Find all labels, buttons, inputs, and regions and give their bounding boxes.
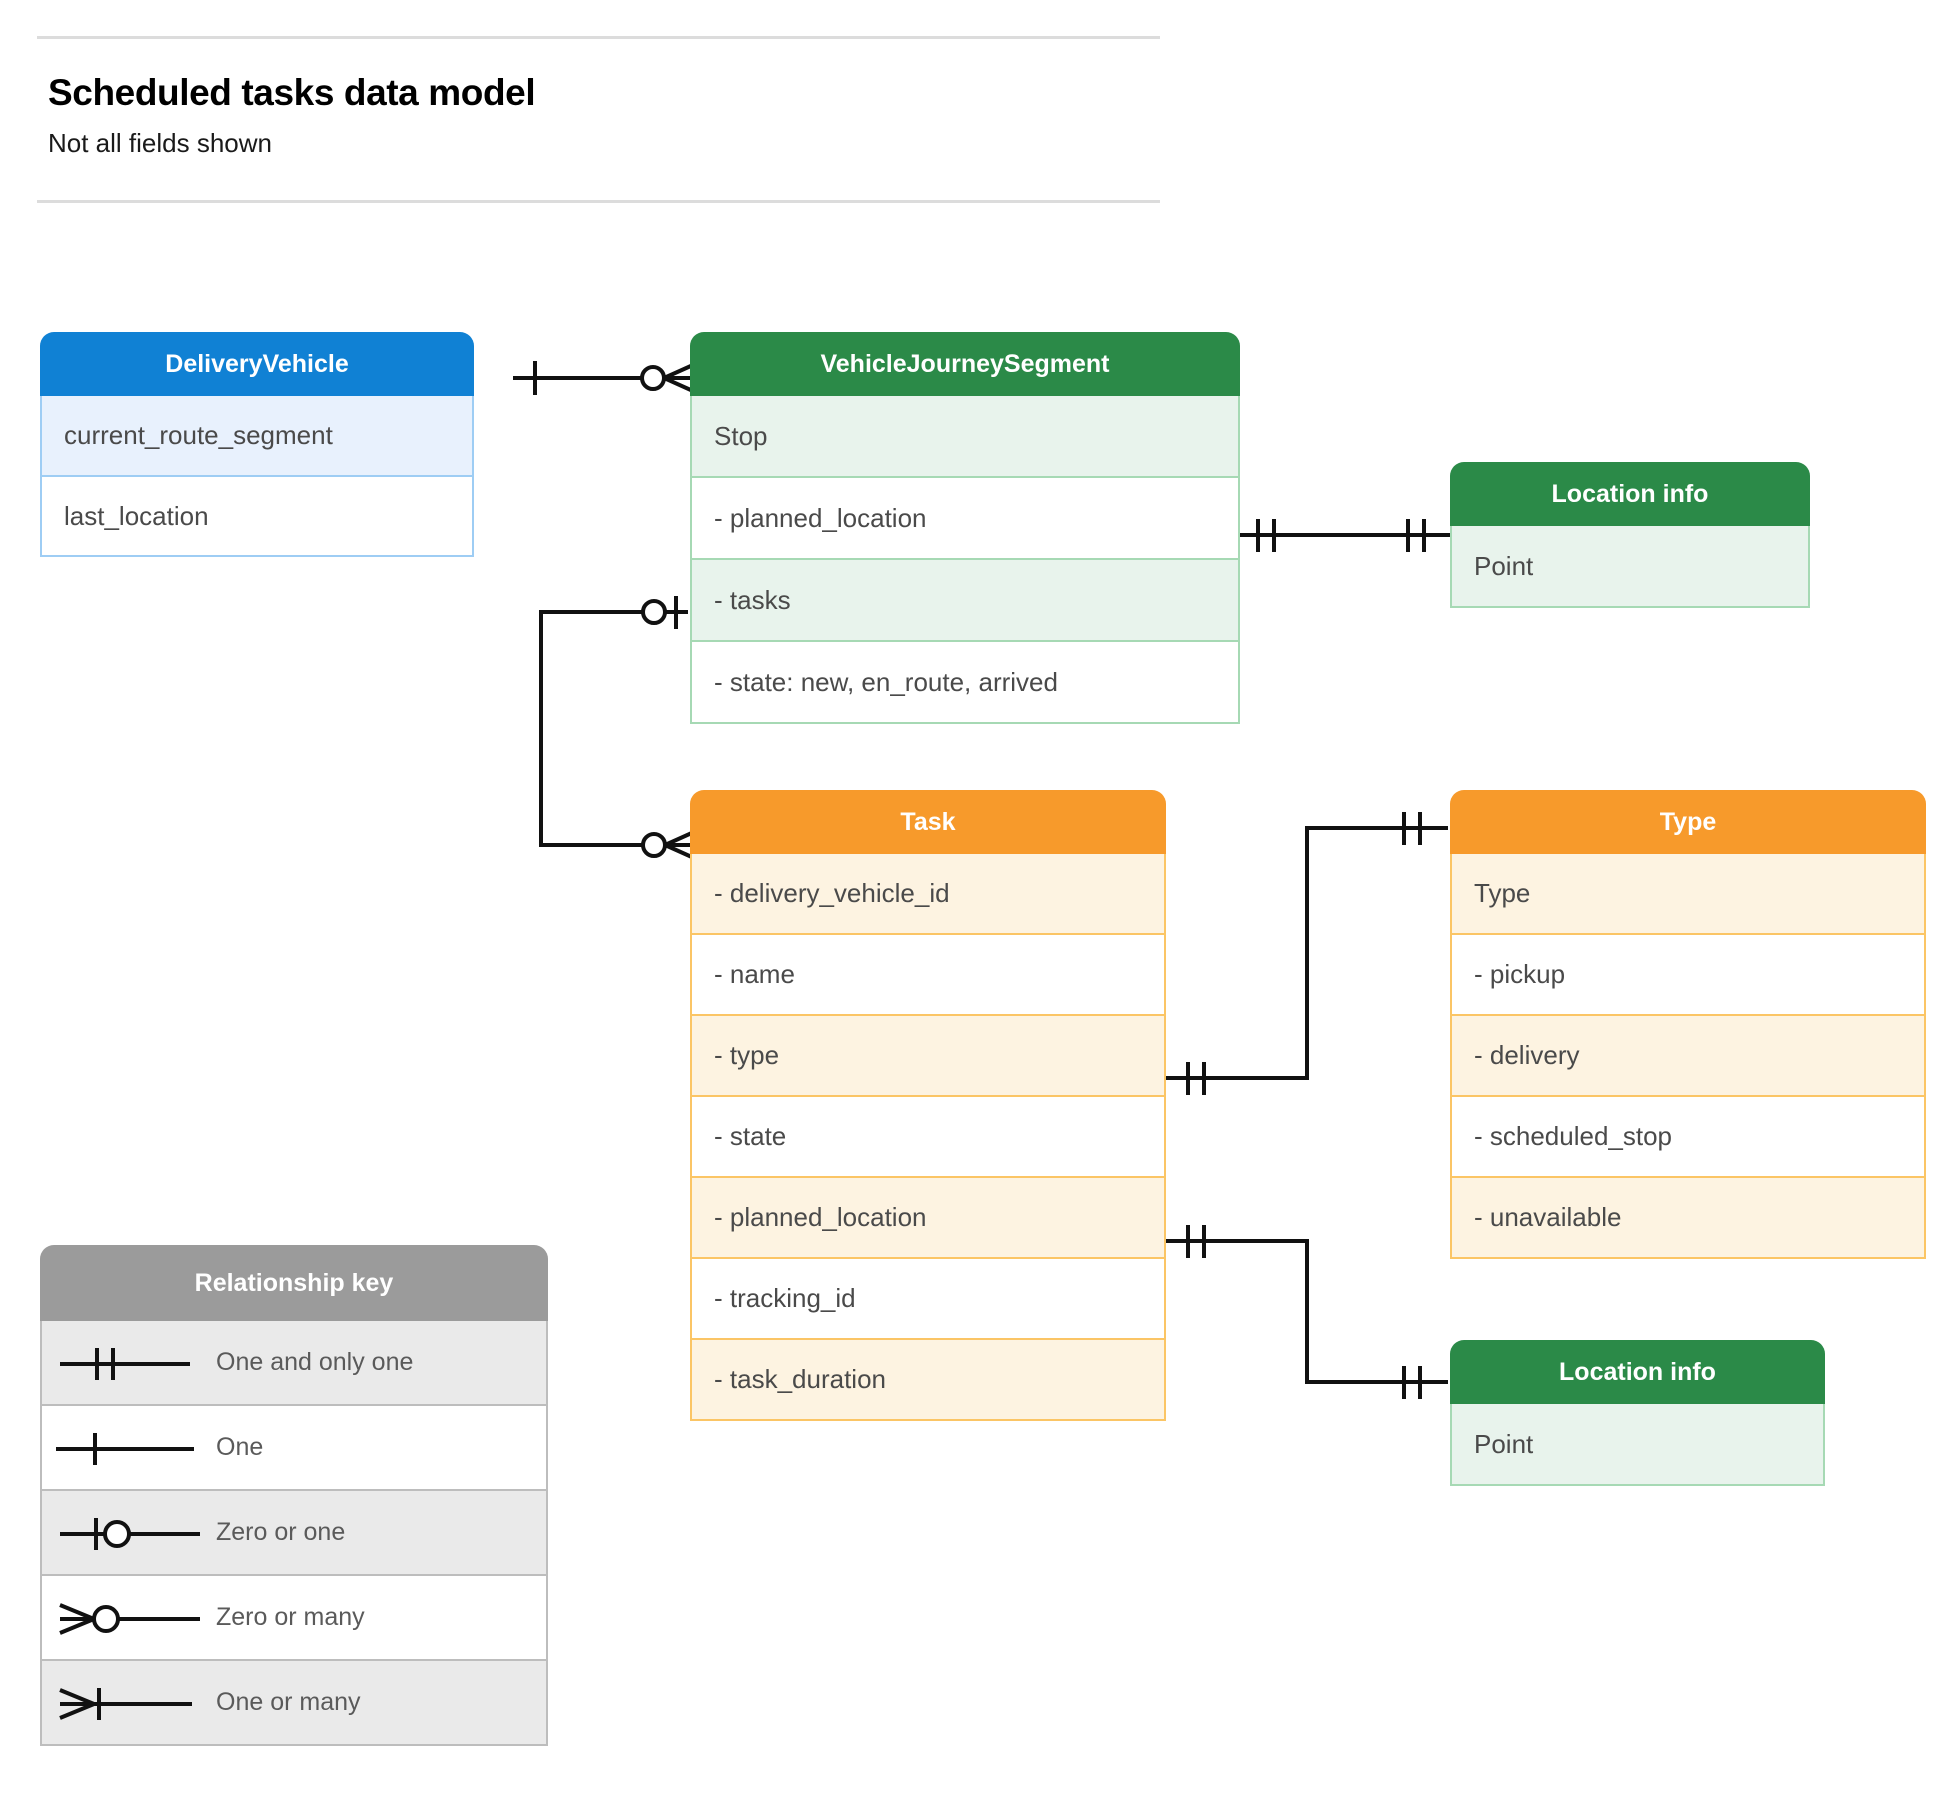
connector-taskplannedlocation-locationinfo-bottom — [1166, 1225, 1448, 1399]
legend-item-one-or-many: One or many — [40, 1661, 548, 1746]
entity-task[interactable]: Task - delivery_vehicle_id - name - type… — [690, 790, 1166, 1421]
field-location-info-bottom-point[interactable]: Point — [1450, 1404, 1825, 1486]
legend-label-one-or-many: One or many — [216, 1688, 361, 1716]
field-task-name[interactable]: - name — [690, 935, 1166, 1016]
zero-or-one-icon — [42, 1491, 202, 1574]
connector-deliveryvehicle-vehiclejourneysegment — [513, 361, 694, 395]
field-task-planned-location[interactable]: - planned_location — [690, 1178, 1166, 1259]
legend-item-zero-or-many: Zero or many — [40, 1576, 548, 1661]
connector-plannedlocation-locationinfo-top — [1230, 519, 1452, 552]
field-type-scheduled-stop[interactable]: - scheduled_stop — [1450, 1097, 1926, 1178]
entity-vehicle-journey-segment[interactable]: VehicleJourneySegment Stop - planned_loc… — [690, 332, 1240, 724]
entity-location-info-top[interactable]: Location info Point — [1450, 462, 1810, 608]
field-vjs-state[interactable]: - state: new, en_route, arrived — [690, 642, 1240, 724]
entity-delivery-vehicle-title: DeliveryVehicle — [40, 332, 474, 396]
page-title: Scheduled tasks data model — [48, 72, 536, 113]
field-task-state[interactable]: - state — [690, 1097, 1166, 1178]
legend-label-zero-or-one: Zero or one — [216, 1518, 346, 1546]
field-last-location[interactable]: last_location — [40, 477, 474, 557]
legend-label-zero-or-many: Zero or many — [216, 1603, 365, 1631]
field-task-type[interactable]: - type — [690, 1016, 1166, 1097]
one-icon — [42, 1406, 202, 1489]
field-stop[interactable]: Stop — [690, 396, 1240, 478]
entity-location-info-bottom-title: Location info — [1450, 1340, 1825, 1404]
field-vjs-planned-location[interactable]: - planned_location — [690, 478, 1240, 560]
field-location-info-top-point[interactable]: Point — [1450, 526, 1810, 608]
legend-item-zero-or-one: Zero or one — [40, 1491, 548, 1576]
entity-task-title: Task — [690, 790, 1166, 854]
field-type-pickup[interactable]: - pickup — [1450, 935, 1926, 1016]
field-vjs-tasks[interactable]: - tasks — [690, 560, 1240, 642]
entity-location-info-bottom[interactable]: Location info Point — [1450, 1340, 1825, 1486]
header-divider-bottom — [37, 200, 1160, 203]
entity-delivery-vehicle[interactable]: DeliveryVehicle current_route_segment la… — [40, 332, 474, 557]
header-divider-top — [37, 36, 1160, 39]
field-task-delivery-vehicle-id[interactable]: - delivery_vehicle_id — [690, 854, 1166, 935]
page-subtitle: Not all fields shown — [48, 128, 272, 158]
entity-type[interactable]: Type Type - pickup - delivery - schedule… — [1450, 790, 1926, 1259]
entity-location-info-top-title: Location info — [1450, 462, 1810, 526]
legend-relationship-key: Relationship key One and only one One — [40, 1245, 548, 1746]
zero-or-many-icon — [42, 1576, 202, 1659]
field-type-delivery[interactable]: - delivery — [1450, 1016, 1926, 1097]
legend-label-one-and-only-one: One and only one — [216, 1348, 414, 1376]
one-and-only-one-icon — [42, 1321, 202, 1404]
field-task-tracking-id[interactable]: - tracking_id — [690, 1259, 1166, 1340]
field-type-type[interactable]: Type — [1450, 854, 1926, 935]
legend-item-one-and-only-one: One and only one — [40, 1321, 548, 1406]
field-type-unavailable[interactable]: - unavailable — [1450, 1178, 1926, 1259]
connector-tasktype-type — [1166, 812, 1448, 1095]
legend-label-one: One — [216, 1433, 264, 1461]
entity-type-title: Type — [1450, 790, 1926, 854]
legend-item-one: One — [40, 1406, 548, 1491]
connector-tasks-task — [539, 596, 695, 860]
field-task-task-duration[interactable]: - task_duration — [690, 1340, 1166, 1421]
entity-vehicle-journey-segment-title: VehicleJourneySegment — [690, 332, 1240, 396]
one-or-many-icon — [42, 1661, 202, 1744]
field-current-route-segment[interactable]: current_route_segment — [40, 396, 474, 477]
legend-title: Relationship key — [40, 1245, 548, 1321]
